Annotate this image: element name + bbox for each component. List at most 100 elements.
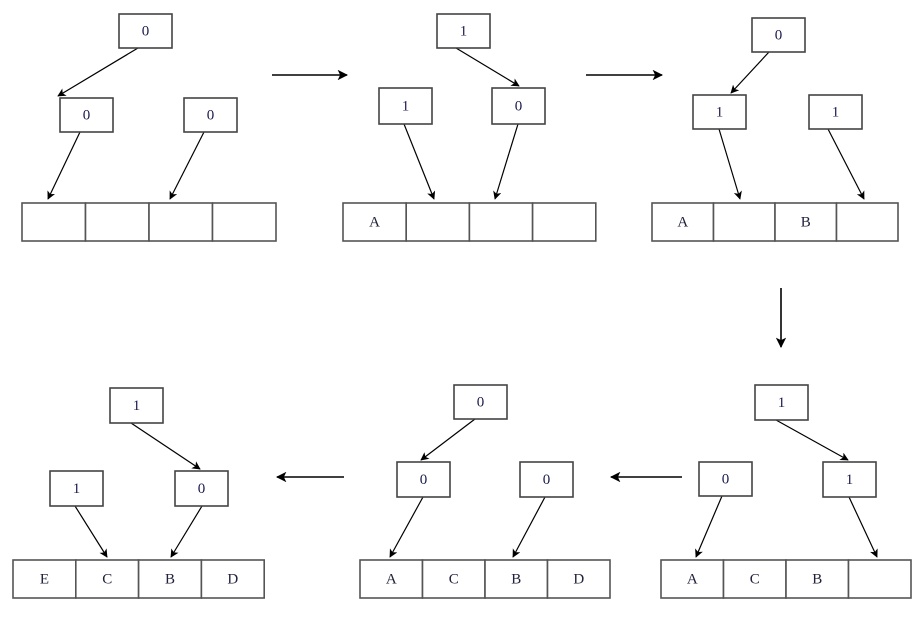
- tree-node-p1-left: 0: [59, 97, 114, 133]
- flow-arrows-layer: [272, 69, 787, 483]
- array-cell: [546, 559, 611, 599]
- array-cell-label: D: [227, 571, 238, 587]
- tree-node-p5-right: 0: [519, 461, 574, 498]
- tree-node-p5-root: 0: [453, 384, 508, 420]
- tree-node-p6-root: 1: [109, 387, 164, 424]
- tree-edge-step-2-0: [455, 47, 520, 87]
- tree-node-box: [436, 13, 491, 49]
- array-cell-label: A: [386, 571, 397, 587]
- tree-node-box: [378, 87, 433, 125]
- tree-node-p3-right: 1: [808, 94, 863, 130]
- array-cell-label: B: [812, 571, 822, 587]
- tree-node-label: 0: [83, 107, 91, 123]
- tree-node-p6-right: 0: [174, 470, 229, 507]
- tree-edge-step-1-0: [57, 47, 139, 97]
- tree-edge-step-5-0: [420, 418, 476, 461]
- tree-node-p4-right: 1: [822, 461, 877, 498]
- array-step-1: [21, 202, 277, 242]
- tree-node-label: 0: [722, 471, 730, 487]
- array-cell: [84, 202, 150, 242]
- array-cell: [468, 202, 534, 242]
- tree-edge-step-2-1: [403, 123, 436, 200]
- tree-node-label: 0: [775, 27, 783, 43]
- tree-edge-step-2-2: [493, 123, 519, 200]
- tree-node-box: [109, 387, 164, 424]
- array-cell: [211, 202, 277, 242]
- array-cell: [712, 202, 776, 242]
- tree-node-label: 0: [420, 472, 428, 488]
- tree-edge-step-3-1: [718, 128, 742, 200]
- array-cell-label: A: [369, 214, 380, 230]
- array-cell: [200, 559, 265, 599]
- array-cell: [359, 559, 424, 599]
- tree-edge-step-6-2: [170, 505, 203, 558]
- array-cell: [21, 202, 87, 242]
- tree-node-box: [396, 461, 451, 498]
- tree-node-label: 0: [142, 23, 150, 39]
- array-cell: [342, 202, 408, 242]
- tree-node-label: 1: [73, 481, 81, 497]
- tree-edge-step-1-2: [169, 131, 205, 200]
- tree-node-box: [698, 461, 753, 497]
- array-cell: [660, 559, 725, 599]
- tree-edge-step-5-1: [389, 496, 424, 558]
- tree-edge-step-3-2: [827, 128, 865, 200]
- array-cell: [137, 559, 203, 599]
- tree-node-label: 1: [832, 104, 840, 120]
- array-cell-label: C: [102, 571, 112, 587]
- tree-node-box: [751, 17, 806, 53]
- tree-edge-step-4-2: [848, 496, 878, 558]
- tree-node-box: [519, 461, 574, 498]
- tree-node-p4-root: 1: [754, 384, 809, 421]
- array-cell: [531, 202, 597, 242]
- panel-step-2: 1 1 0A: [342, 13, 597, 242]
- tree-node-box: [59, 97, 114, 133]
- tree-node-box: [183, 97, 238, 133]
- array-cell: [835, 202, 899, 242]
- tree-node-p6-left: 1: [49, 470, 104, 507]
- tree-edge-step-4-0: [775, 419, 849, 461]
- array-cell: [148, 202, 214, 242]
- tree-node-box: [822, 461, 877, 498]
- tree-node-label: 1: [402, 98, 410, 114]
- array-cell-label: A: [687, 571, 698, 587]
- tree-node-p2-left: 1: [378, 87, 433, 125]
- array-cell-label: B: [801, 214, 811, 230]
- tree-node-box: [808, 94, 863, 130]
- tree-edge-step-4-1: [695, 495, 723, 558]
- panel-step-1: 0 0 0: [21, 13, 277, 242]
- tree-node-box: [754, 384, 809, 421]
- tree-node-label: 1: [133, 398, 141, 414]
- tree-node-label: 0: [198, 481, 206, 497]
- tree-node-box: [118, 13, 173, 49]
- tree-node-label: 0: [207, 107, 215, 123]
- array-cell: [405, 202, 471, 242]
- tree-node-label: 0: [515, 98, 523, 114]
- tree-node-label: 0: [543, 472, 551, 488]
- tree-node-box: [491, 87, 546, 125]
- array-cell: [847, 559, 912, 599]
- array-cell: [722, 559, 787, 599]
- tree-node-p3-left: 1: [692, 94, 747, 130]
- tree-edge-step-3-0: [730, 51, 770, 94]
- tree-node-p2-root: 1: [436, 13, 491, 49]
- tree-node-box: [692, 94, 747, 130]
- array-cell-label: B: [165, 571, 175, 587]
- tree-node-p3-root: 0: [751, 17, 806, 53]
- array-cell-label: B: [511, 571, 521, 587]
- tree-node-label: 1: [846, 472, 854, 488]
- array-cell: [421, 559, 486, 599]
- array-cell: [12, 559, 77, 599]
- tree-edge-step-5-2: [512, 496, 546, 558]
- tree-edge-step-6-1: [74, 505, 108, 558]
- tree-node-p1-right: 0: [183, 97, 238, 133]
- array-step-2: A: [342, 202, 597, 242]
